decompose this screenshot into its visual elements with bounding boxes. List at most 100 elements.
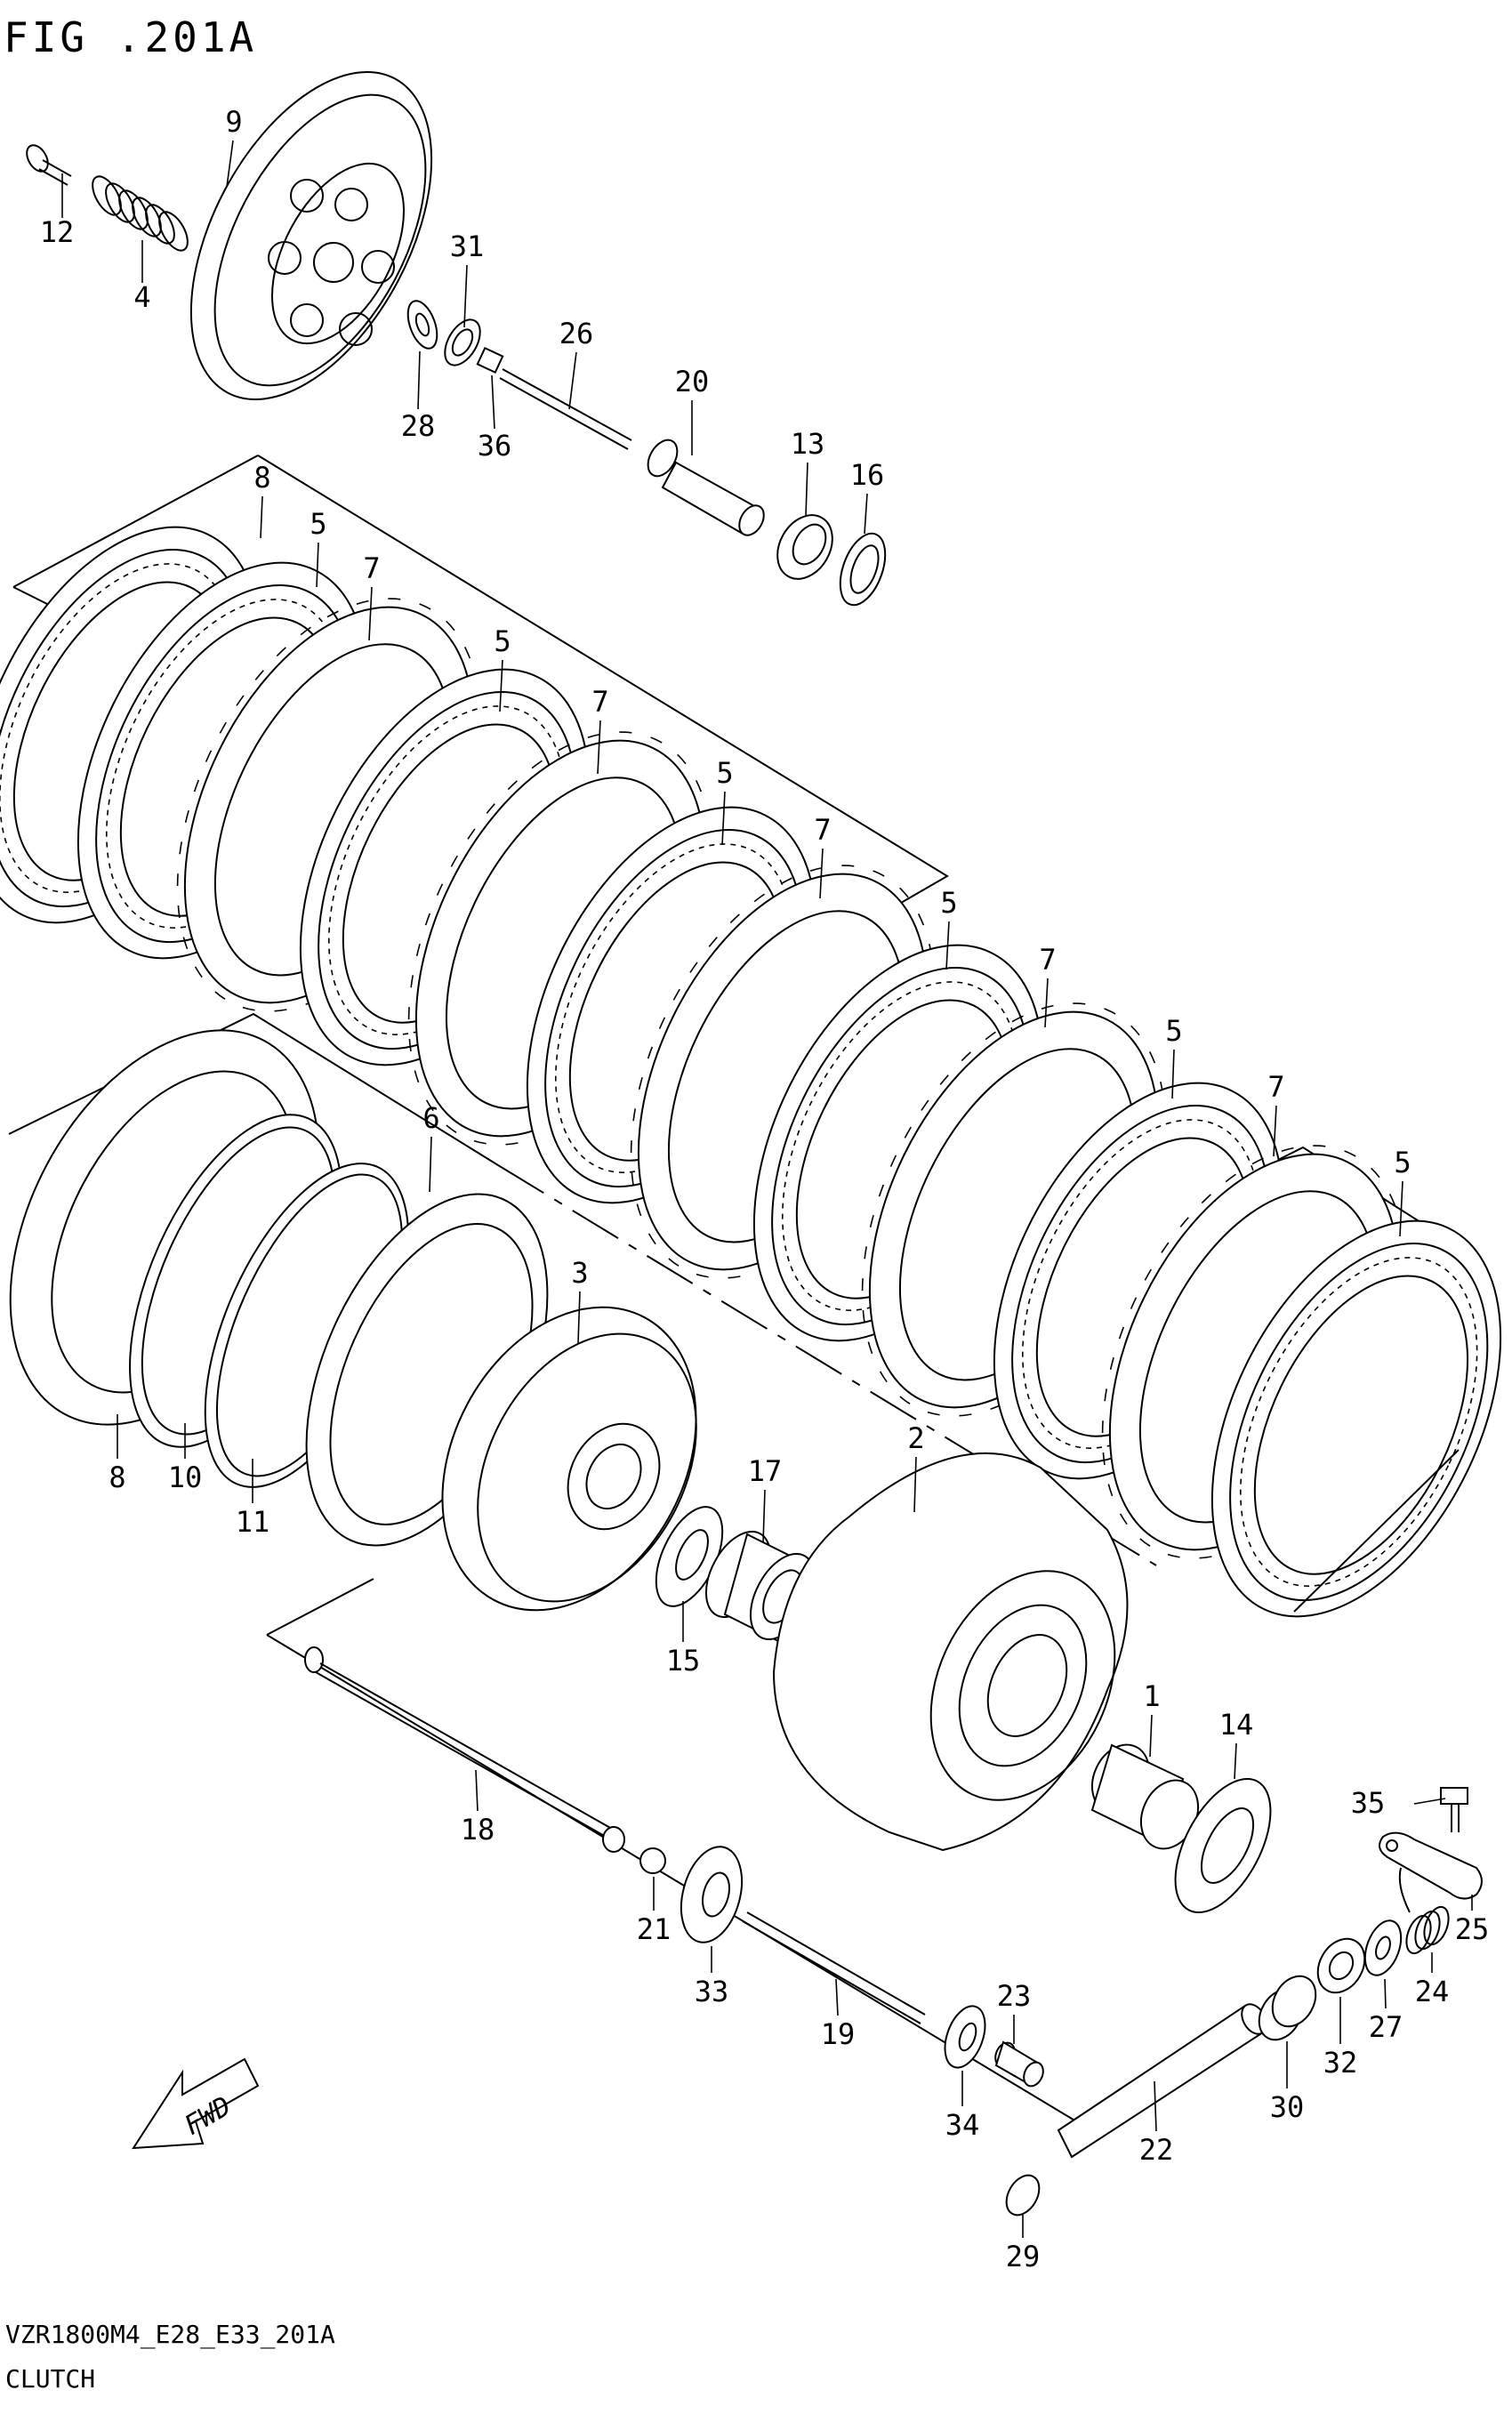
callout-25: 25: [1455, 1912, 1490, 1946]
washer-27: [1363, 1919, 1403, 1976]
leader-line-6: [429, 1136, 432, 1193]
leader-line-5d: [945, 921, 950, 970]
leader-line-13: [805, 462, 808, 517]
return-spring-24: [1398, 1867, 1450, 1955]
bolt-12: [26, 144, 72, 186]
callout-5b: 5: [494, 624, 511, 658]
callout-1: 1: [1143, 1679, 1160, 1713]
callout-8b: 8: [109, 1460, 125, 1494]
bearing-31: [444, 318, 481, 366]
figure-name: CLUTCH: [5, 2364, 95, 2394]
leader-line-7a: [368, 586, 373, 641]
nut-36: [476, 346, 504, 374]
callout-10: 10: [168, 1460, 203, 1494]
callout-5e: 5: [1165, 1014, 1182, 1048]
leader-line-8a: [260, 495, 263, 539]
steel-ball-21: [639, 1847, 666, 1874]
figure-code: VZR1800M4_E28_E33_201A: [5, 2320, 335, 2350]
bearing-13: [776, 514, 833, 580]
callout-7d: 7: [1039, 943, 1056, 977]
callout-12: 12: [40, 215, 75, 249]
callout-34: 34: [945, 2108, 980, 2142]
callout-23: 23: [997, 1979, 1032, 2013]
release-lever-25: [1379, 1831, 1483, 1900]
thrust-washer-14: [1174, 1777, 1272, 1914]
callout-20: 20: [675, 365, 710, 398]
clutch-hub-3: [441, 1306, 697, 1612]
push-rod-19: [742, 1911, 926, 2024]
bearing-30: [1258, 1975, 1317, 2041]
callout-4: 4: [133, 280, 150, 314]
leader-line-18: [475, 1769, 479, 1812]
callout-6: 6: [422, 1101, 439, 1135]
callout-16: 16: [850, 458, 885, 492]
leader-line-16: [864, 493, 868, 535]
callout-32: 32: [1323, 2046, 1358, 2080]
clutch-housing-2: [772, 1452, 1129, 1852]
leader-line-31: [463, 264, 468, 328]
callout-13: 13: [791, 427, 825, 461]
callout-5a: 5: [310, 507, 326, 541]
rod-26: [499, 368, 632, 450]
callout-22: 22: [1139, 2133, 1174, 2167]
callout-7e: 7: [1267, 1070, 1284, 1104]
callout-33: 33: [695, 1975, 729, 2008]
callout-28: 28: [401, 409, 436, 443]
callout-26: 26: [559, 317, 594, 350]
pin-23: [994, 2040, 1044, 2088]
oil-seal-32: [1316, 1937, 1366, 1994]
fwd-arrow-icon: FWD: [132, 2057, 260, 2150]
callout-24: 24: [1415, 1975, 1450, 2008]
leader-line-22: [1154, 2080, 1157, 2132]
callout-2: 2: [907, 1421, 924, 1455]
leader-line-36: [491, 374, 495, 430]
callout-30: 30: [1270, 2090, 1305, 2124]
clutch-plate-stack: [0, 526, 1502, 1618]
leader-line-7e: [1273, 1105, 1277, 1157]
leader-line-35: [1413, 1798, 1446, 1805]
figure-title: FIG .201A: [4, 13, 257, 61]
leader-line-27: [1384, 1978, 1387, 2009]
oil-seal-34: [944, 2005, 986, 2069]
plate-friction-5: [1210, 1219, 1502, 1618]
spring-4: [92, 175, 189, 252]
leader-line-7c: [819, 848, 824, 899]
leader-line-5f: [1399, 1180, 1403, 1237]
oil-seal-33: [680, 1846, 744, 1943]
leader-line-17: [762, 1489, 766, 1544]
callout-9: 9: [225, 105, 242, 139]
callout-17: 17: [748, 1454, 783, 1488]
callout-35: 35: [1351, 1786, 1386, 1820]
push-rod-18: [304, 1646, 625, 1853]
leader-line-9: [226, 140, 234, 188]
callout-leaders: [61, 140, 1473, 2238]
callout-21: 21: [637, 1912, 672, 1946]
callout-19: 19: [821, 2017, 856, 2051]
callout-5d: 5: [940, 886, 957, 920]
callout-5f: 5: [1394, 1146, 1411, 1179]
callout-31: 31: [450, 229, 485, 263]
washer-16: [839, 532, 887, 607]
callout-27: 27: [1369, 2010, 1403, 2044]
callout-8a: 8: [253, 461, 270, 495]
washer-28: [406, 300, 438, 350]
callout-7c: 7: [814, 813, 831, 847]
callout-7a: 7: [363, 551, 380, 585]
leader-line-3: [577, 1291, 581, 1344]
leader-line-2: [913, 1456, 917, 1513]
callout-14: 14: [1219, 1708, 1254, 1742]
leader-line-14: [1234, 1742, 1237, 1780]
callout-15: 15: [666, 1644, 701, 1678]
leader-line-5c: [721, 791, 726, 846]
leader-line-5b: [499, 659, 503, 712]
callout-18: 18: [461, 1813, 495, 1847]
callout-36: 36: [478, 429, 512, 463]
leader-line-26: [568, 351, 577, 410]
leader-line-7d: [1044, 978, 1049, 1028]
callout-3: 3: [571, 1256, 588, 1290]
bearing-29: [1005, 2174, 1041, 2217]
callout-29: 29: [1006, 2240, 1041, 2273]
bolt-35: [1440, 1787, 1468, 1832]
